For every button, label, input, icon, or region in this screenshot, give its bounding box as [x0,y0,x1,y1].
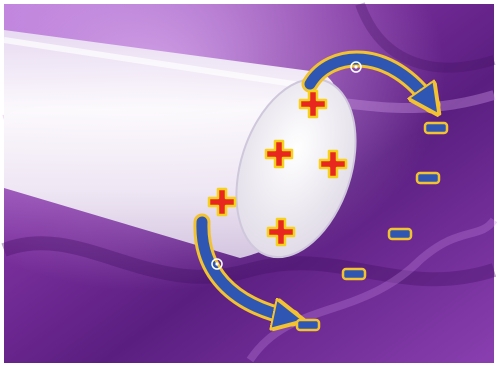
minus-charge-icon [297,320,319,330]
minus-charge-icon [425,123,447,133]
minus-charge-icon [389,229,411,239]
minus-charge-icon [343,269,365,279]
minus-charge-icon [417,173,439,183]
